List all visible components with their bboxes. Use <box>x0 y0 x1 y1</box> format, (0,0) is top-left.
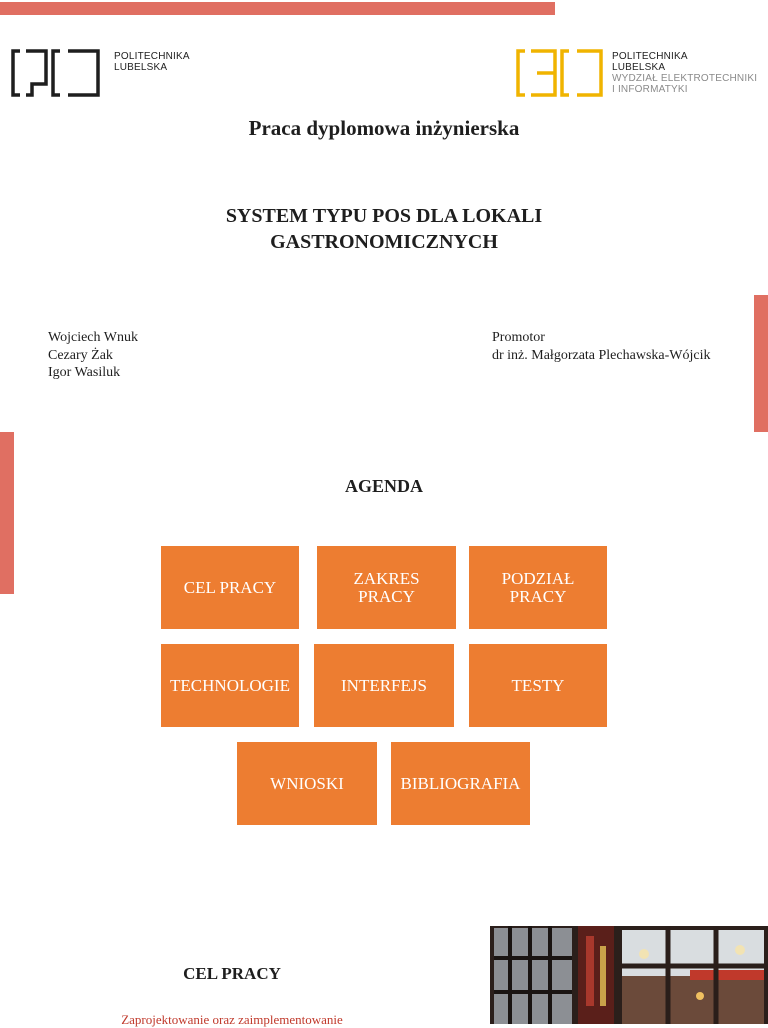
agenda-tile-testy[interactable]: TESTY <box>469 644 607 727</box>
wydzial-logo-text: POLITECHNIKA LUBELSKA WYDZIAŁ ELEKTROTEC… <box>612 51 758 95</box>
restaurant-window-image <box>490 926 768 1024</box>
thesis-title-line1: SYSTEM TYPU POS DLA LOKALI <box>225 205 543 227</box>
promoter-name: dr inż. Małgorzata Plechawska-Wójcik <box>492 347 711 363</box>
agenda-tile-cel-pracy[interactable]: CEL PRACY <box>161 546 299 629</box>
promoter-block: Promotor dr inż. Małgorzata Plechawska-W… <box>492 329 710 364</box>
agenda-tile-wnioski[interactable]: WNIOSKI <box>237 742 377 825</box>
authors-list: Wojciech Wnuk Cezary Żak Igor Wasiluk <box>48 329 138 382</box>
politechnika-logo-icon <box>11 49 100 97</box>
agenda-title: AGENDA <box>344 476 423 496</box>
right-accent-bar <box>754 295 768 432</box>
goal-title: CEL PRACY <box>183 964 281 983</box>
restaurant-photo <box>490 926 768 1024</box>
thesis-title-line2: GASTRONOMICZNYCH <box>270 231 498 253</box>
wydzial-logo-icon <box>516 49 603 97</box>
author-name: Wojciech Wnuk <box>48 330 138 345</box>
thesis-title: SYSTEM TYPU POS DLA LOKALI GASTRONOMICZN… <box>0 203 768 255</box>
agenda-tile-zakres-pracy[interactable]: ZAKRES PRACY <box>317 546 456 629</box>
promoter-label: Promotor <box>492 330 545 345</box>
author-name: Cezary Żak <box>48 347 113 363</box>
left-accent-bar <box>0 432 14 594</box>
goal-text: Zaprojektowanie oraz zaimplementowanie <box>121 1012 343 1027</box>
agenda-tile-podzial-pracy[interactable]: PODZIAŁ PRACY <box>469 546 607 629</box>
agenda-tile-bibliografia[interactable]: BIBLIOGRAFIA <box>391 742 530 825</box>
politechnika-logo-text: POLITECHNIKA LUBELSKA <box>114 51 190 73</box>
agenda-tile-technologie[interactable]: TECHNOLOGIE <box>161 644 299 727</box>
top-accent-bar <box>0 2 555 15</box>
agenda-tile-interfejs[interactable]: INTERFEJS <box>314 644 454 727</box>
author-name: Igor Wasiluk <box>48 365 121 380</box>
thesis-type: Praca dyplomowa inżynierska <box>248 116 520 140</box>
